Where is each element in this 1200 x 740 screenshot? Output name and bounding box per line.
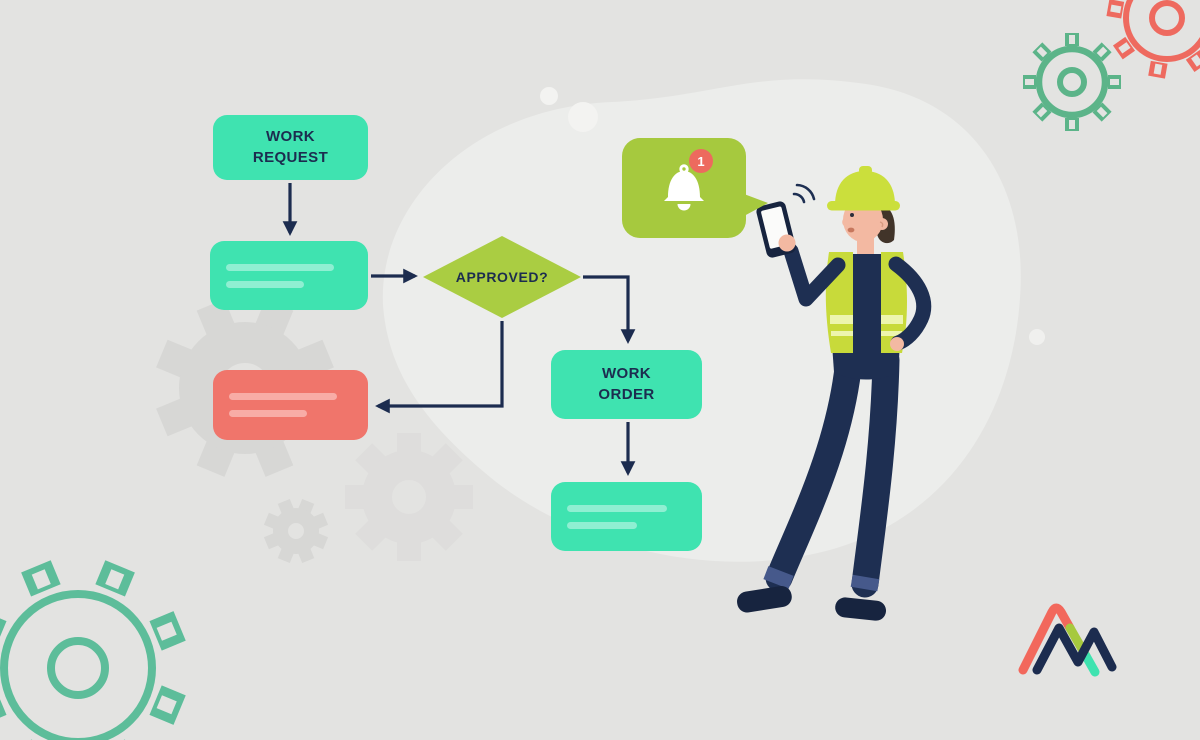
text-bar <box>226 263 334 271</box>
hardhat-ridge <box>859 166 872 175</box>
worker-illustration <box>737 166 932 621</box>
worker-left-arm <box>888 256 932 351</box>
placeholder-text-bars <box>210 263 368 288</box>
worker-left-shoe <box>737 586 792 613</box>
hardhat-brim <box>827 201 900 211</box>
notification-badge: 1 <box>689 149 713 173</box>
flow-node-work-order: WORK ORDER <box>551 350 702 419</box>
placeholder-text-bars <box>213 393 368 417</box>
brand-logo <box>1018 603 1117 677</box>
bubble-tail <box>744 194 768 216</box>
gear-icon-small-gray <box>263 498 329 564</box>
gear-icon-medium-gray <box>345 433 473 561</box>
gear-icon-green-outline <box>1023 33 1121 131</box>
signal-waves-icon <box>792 183 816 204</box>
text-bar <box>567 504 667 512</box>
arrow-approved-no <box>375 321 504 414</box>
worker-right-arm <box>783 243 846 307</box>
worker-left-cuff <box>763 566 794 589</box>
text-bar <box>226 280 304 288</box>
worker-right-hand <box>778 234 796 252</box>
worker-eye <box>850 213 854 217</box>
text-bar <box>229 393 337 400</box>
worker-right-leg <box>851 346 900 598</box>
gear-icon-large-gray <box>156 299 334 477</box>
worker-left-leg <box>765 346 863 592</box>
vest-reflective-stripes <box>830 315 903 336</box>
decor-circle-right <box>1029 329 1045 345</box>
flow-node-request-details <box>210 241 368 310</box>
placeholder-text-bars <box>551 504 702 529</box>
decor-circle-medium <box>568 102 598 132</box>
flow-node-rejected <box>213 370 368 440</box>
flow-arrows <box>282 183 636 476</box>
badge-count: 1 <box>697 153 705 169</box>
worker-right-cuff <box>850 574 880 592</box>
text-bar <box>229 410 307 417</box>
worker-right-shoe <box>835 597 887 621</box>
flow-node-work-request: WORK REQUEST <box>213 115 368 180</box>
worker-hardhat <box>835 171 895 205</box>
worker-nose <box>842 217 847 227</box>
decision-label: APPROVED? <box>456 269 549 285</box>
text-bar <box>567 521 637 529</box>
worker-mouth <box>847 227 855 233</box>
work-order-label: WORK ORDER <box>598 365 655 403</box>
bell-icon <box>664 164 704 211</box>
work-request-label: WORK REQUEST <box>252 128 329 166</box>
gear-icon-coral-outline <box>1106 0 1200 79</box>
flow-node-approved: APPROVED? <box>423 236 581 318</box>
decision-diamond <box>423 236 581 318</box>
gear-icon-teal-outline <box>0 560 186 740</box>
arrow-approved-yes <box>583 275 636 344</box>
decor-circle-small <box>540 87 558 105</box>
notification-bubble: 1 <box>622 138 768 238</box>
worker-left-hand <box>890 337 904 351</box>
flow-node-order-details <box>551 482 702 551</box>
